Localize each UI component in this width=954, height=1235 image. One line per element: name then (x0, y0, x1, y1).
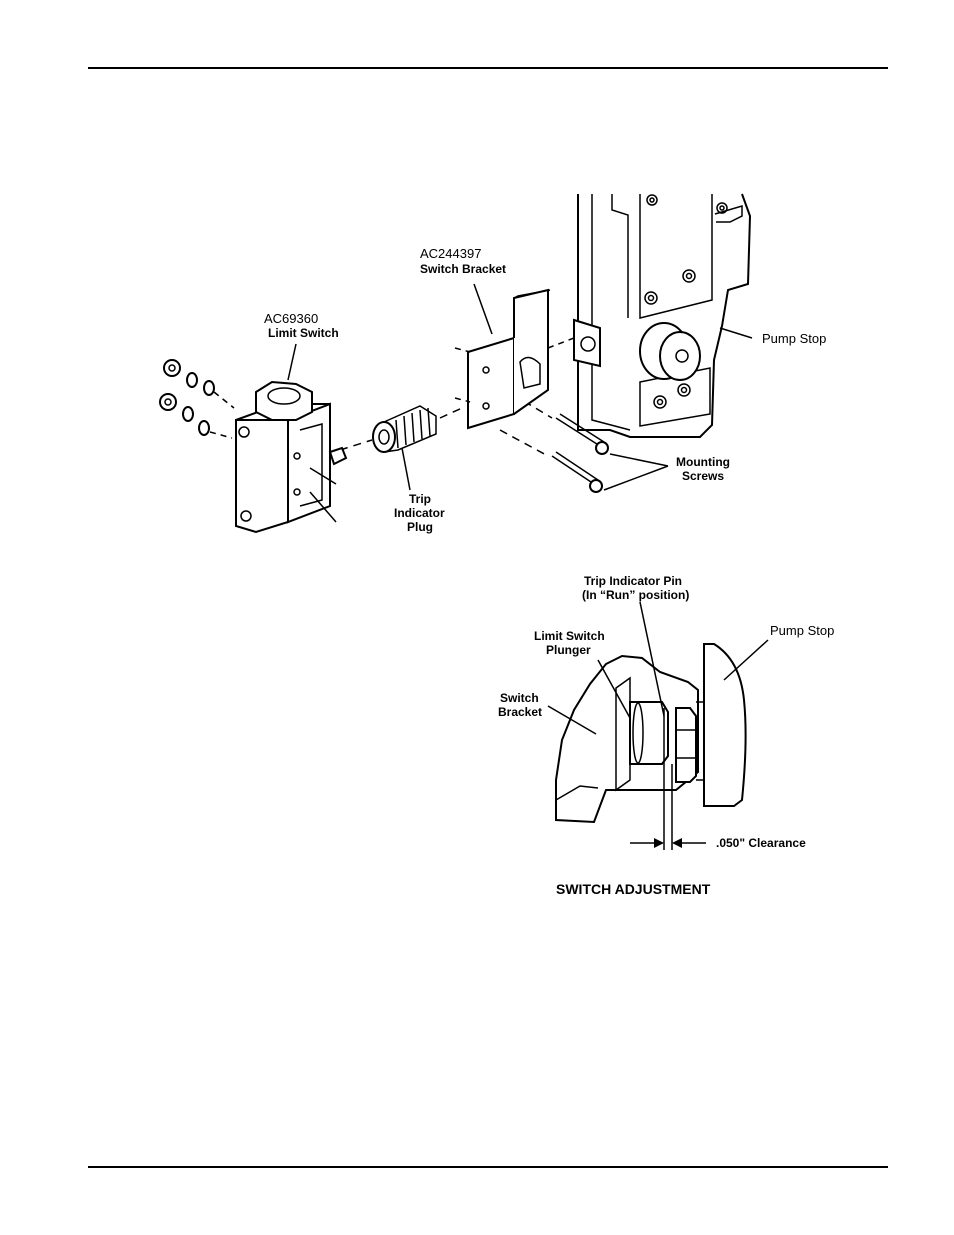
plunger-label-line2: Plunger (546, 643, 591, 657)
mounting-screw-leader-1 (610, 454, 668, 466)
switch-bracket-label: Switch Bracket (420, 262, 506, 276)
trip-indicator-plug-part (340, 406, 462, 452)
nuts-and-washers (160, 360, 234, 438)
switch-bracket-part (455, 290, 574, 428)
mounting-screw-leader-2 (604, 466, 668, 490)
bracket-detail-label-line1: Switch (500, 691, 539, 705)
bracket-detail-label-line2: Bracket (498, 705, 542, 719)
mounting-label-line1: Mounting (676, 455, 730, 469)
trip-plug-label-line3: Plug (407, 520, 433, 534)
limit-switch-leader (288, 344, 296, 380)
trip-plug-label-line2: Indicator (394, 506, 445, 520)
switch-bracket-part-number: AC244397 (420, 246, 481, 261)
limit-switch-part-number: AC69360 (264, 311, 318, 326)
pump-stop-housing (574, 194, 750, 437)
trip-plug-leader (402, 448, 410, 490)
plunger-label-line1: Limit Switch (534, 629, 605, 643)
limit-switch-label: Limit Switch (268, 326, 339, 340)
trip-plug-label-line1: Trip (409, 492, 431, 506)
switch-bracket-leader (474, 284, 492, 334)
pump-stop-detail-label: Pump Stop (770, 623, 834, 638)
trip-pin-label-line2: (In “Run” position) (582, 588, 689, 602)
pump-stop-label: Pump Stop (762, 331, 826, 346)
clearance-label: .050" Clearance (716, 836, 806, 850)
switch-adjustment-detail (556, 644, 746, 850)
pump-stop-leader (720, 328, 752, 338)
trip-pin-label-line1: Trip Indicator Pin (584, 574, 682, 588)
mounting-label-line2: Screws (682, 469, 724, 483)
switch-adjustment-caption: SWITCH ADJUSTMENT (556, 881, 711, 897)
limit-switch-part (236, 382, 346, 532)
